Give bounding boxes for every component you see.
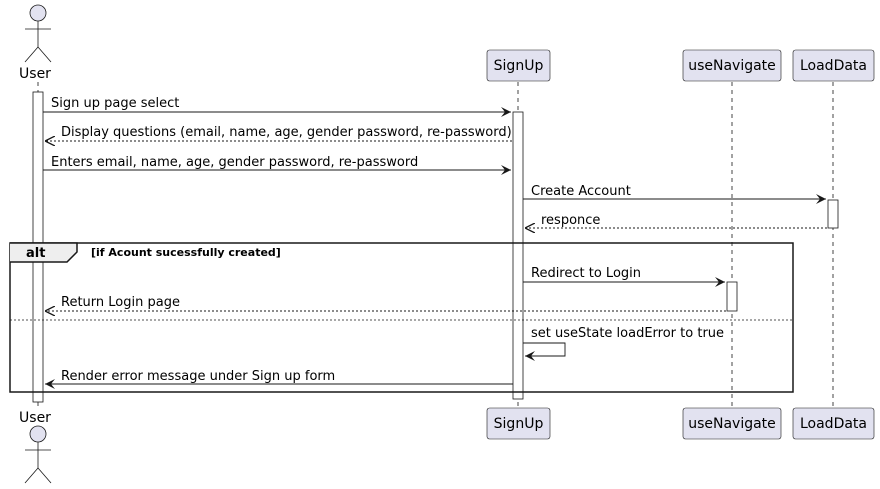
participant-loaddata-top: LoadData: [792, 49, 875, 82]
participant-signup-top: SignUp: [486, 49, 551, 82]
message-3-label: Enters email, name, age, gender password…: [51, 155, 418, 170]
message-5: responce: [525, 213, 827, 228]
message-6: Redirect to Login: [523, 266, 725, 287]
message-2-label: Display questions (email, name, age, gen…: [61, 125, 512, 140]
actor-user-bottom: User: [19, 410, 52, 484]
message-6-label: Redirect to Login: [531, 266, 641, 281]
message-7-label: Return Login page: [61, 295, 180, 310]
alt-condition: [if Acount sucessfully created]: [91, 246, 281, 259]
message-8-self: set useState loadError to true: [523, 326, 724, 361]
message-9-label: Render error message under Sign up form: [61, 369, 335, 384]
message-3: Enters email, name, age, gender password…: [43, 155, 511, 175]
alt-keyword: alt: [26, 246, 45, 261]
participant-signup-label-bottom: SignUp: [494, 416, 544, 432]
participant-user-label-bottom: User: [19, 410, 51, 426]
message-8-label: set useState loadError to true: [531, 326, 724, 341]
participant-usenavigate-top: useNavigate: [682, 49, 782, 82]
alt-fragment: alt [if Acount sucessfully created]: [9, 242, 794, 393]
participant-loaddata-label: LoadData: [800, 58, 867, 74]
activation-loaddata: [827, 199, 839, 229]
message-1-label: Sign up page select: [51, 96, 179, 111]
activation-usenavigate: [726, 281, 738, 312]
participant-signup-bottom: SignUp: [486, 407, 551, 440]
message-2: Display questions (email, name, age, gen…: [45, 125, 512, 141]
actor-user-top: User: [19, 4, 52, 82]
message-5-label: responce: [541, 213, 600, 228]
message-7: Return Login page: [45, 295, 726, 311]
message-4-label: Create Account: [531, 184, 631, 199]
activation-signup: [512, 111, 524, 400]
participant-usenavigate-bottom: useNavigate: [682, 407, 782, 440]
participant-usenavigate-label: useNavigate: [688, 58, 776, 74]
message-1: Sign up page select: [43, 96, 511, 117]
participant-user-label: User: [19, 66, 51, 82]
participant-usenavigate-label-bottom: useNavigate: [688, 416, 776, 432]
participant-signup-label: SignUp: [494, 58, 544, 74]
message-9: Render error message under Sign up form: [45, 369, 513, 389]
participant-loaddata-bottom: LoadData: [792, 407, 875, 440]
message-4: Create Account: [523, 184, 826, 204]
participant-loaddata-label-bottom: LoadData: [800, 416, 867, 432]
